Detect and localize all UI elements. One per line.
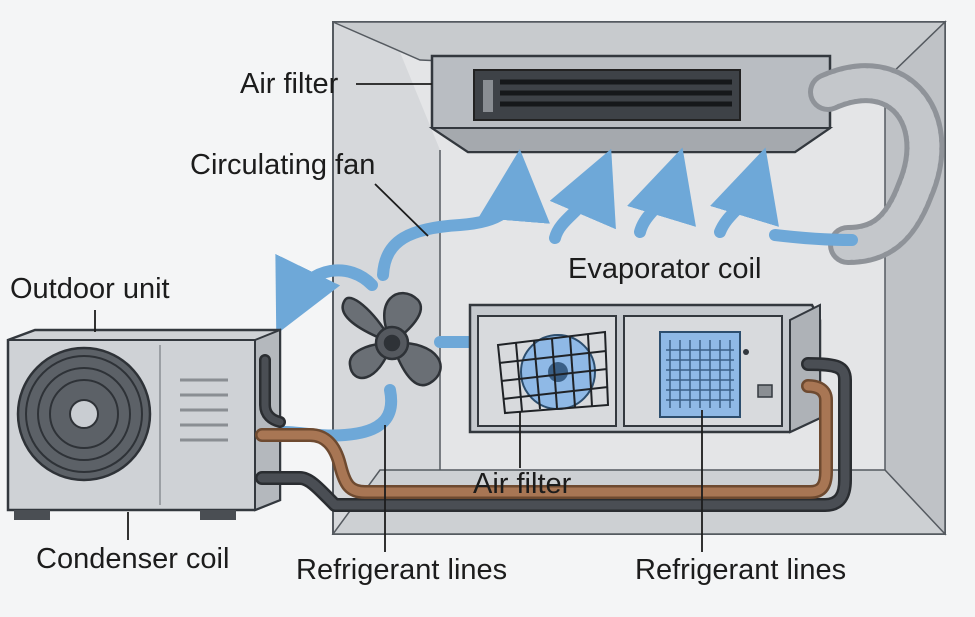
outdoor-unit-body — [6, 328, 282, 520]
label-air-filter-top: Air filter — [240, 68, 339, 100]
indoor-unit — [468, 303, 822, 434]
leader-lines — [94, 83, 703, 552]
label-refrigerant-lines-left: Refrigerant lines — [296, 554, 508, 586]
label-circulating-fan: Circulating fan — [190, 149, 376, 181]
refrigerant-lines — [255, 354, 852, 512]
flex-duct — [808, 63, 945, 265]
label-refrigerant-lines-right: Refrigerant lines — [635, 554, 847, 586]
ceiling-air-handler — [428, 54, 834, 154]
label-condenser-coil: Condenser coil — [36, 543, 230, 575]
label-air-filter-bottom: Air filter — [473, 468, 572, 500]
airflow-arrows — [275, 147, 858, 442]
label-evaporator-coil: Evaporator coil — [568, 253, 762, 285]
label-outdoor-unit: Outdoor unit — [10, 273, 170, 305]
circulating-fan — [341, 291, 442, 387]
